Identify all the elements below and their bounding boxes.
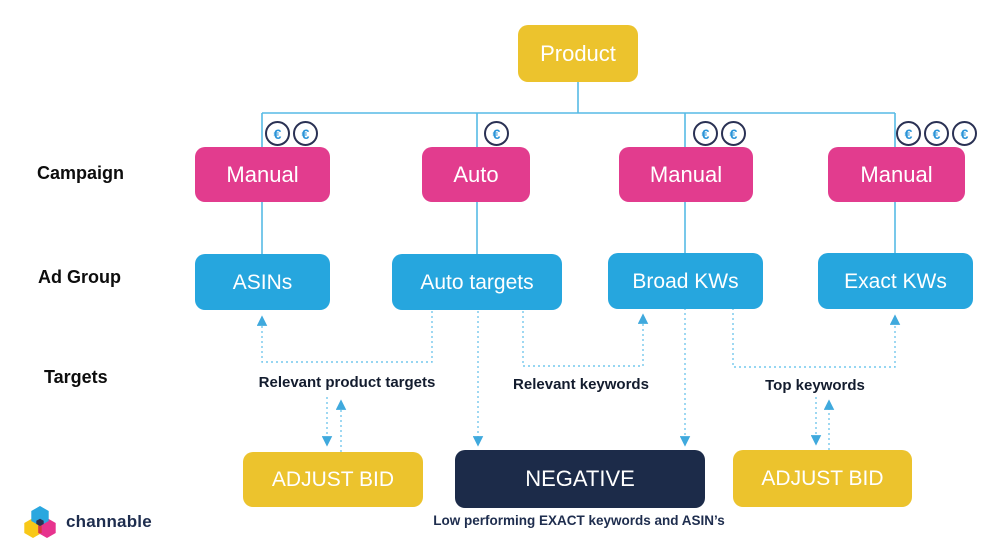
euro-coins-campaign-3: €€ [690,121,746,146]
action-node-negative: NEGATIVE [455,450,705,508]
euro-coin-icon: € [265,121,290,146]
ad-group-node-auto-targets: Auto targets [392,254,562,310]
ad-group-node-broad-kws: Broad KWs [608,253,763,309]
euro-coin-icon: € [924,121,949,146]
campaign-node-manual-broad: Manual [619,147,753,202]
campaign-node-manual-asins: Manual [195,147,330,202]
ad-group-node-asins: ASINs [195,254,330,310]
euro-coins-campaign-1: €€ [262,121,318,146]
euro-coin-icon: € [952,121,977,146]
euro-coin-icon: € [293,121,318,146]
product-node: Product [518,25,638,82]
campaign-node-auto: Auto [422,147,530,202]
target-label-relevant-keywords: Relevant keywords [513,376,649,393]
ad-group-node-exact-kws: Exact KWs [818,253,973,309]
channable-logo: channable [21,503,152,541]
euro-coins-campaign-2: € [481,121,509,146]
euro-coin-icon: € [484,121,509,146]
target-label-relevant-product-targets: Relevant product targets [258,374,436,391]
target-label-top-keywords: Top keywords [765,377,865,394]
channable-hexagons-icon [24,506,56,538]
negative-caption: Low performing EXACT keywords and ASIN’s [433,513,725,528]
campaign-node-manual-exact: Manual [828,147,965,202]
euro-coin-icon: € [693,121,718,146]
euro-coin-icon: € [896,121,921,146]
action-node-adjust-bid-right: ADJUST BID [733,450,912,507]
row-label-targets: Targets [44,367,108,387]
action-node-adjust-bid-left: ADJUST BID [243,452,423,507]
euro-coins-campaign-4: €€€ [893,121,977,146]
channable-logo-text: channable [66,512,152,531]
row-label-campaign: Campaign [37,163,125,183]
row-label-ad-group: Ad Group [38,267,121,287]
euro-coin-icon: € [721,121,746,146]
